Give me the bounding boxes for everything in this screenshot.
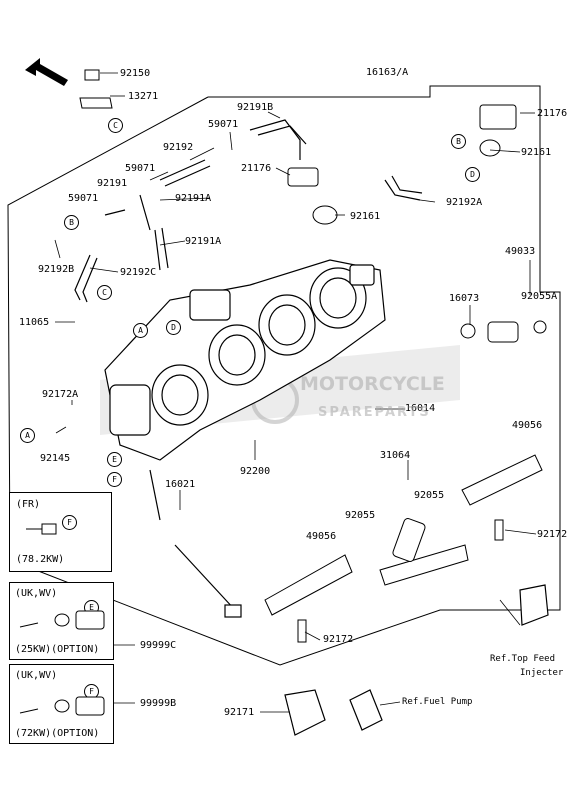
part-label-92161: 92161 bbox=[350, 211, 381, 222]
watermark-text: MOTORCYCLE bbox=[300, 373, 445, 395]
part-label-16163A: 16163/A bbox=[366, 67, 409, 78]
option-part-icon bbox=[19, 610, 105, 630]
callout-f: F bbox=[62, 515, 77, 530]
ref-injecter-label: Injecter bbox=[520, 668, 564, 678]
front-direction-arrow bbox=[25, 58, 68, 86]
part-label-92191B: 92191B bbox=[237, 102, 274, 113]
part-label-92172A: 92172A bbox=[42, 389, 79, 400]
part-label-92161: 92161 bbox=[521, 147, 552, 158]
uk-25kw-title: (UK,WV) bbox=[15, 588, 58, 599]
part-label-92191: 92191 bbox=[97, 178, 128, 189]
part-label-92192A: 92192A bbox=[446, 197, 483, 208]
callout-a: A bbox=[133, 323, 148, 338]
part-label-92055: 92055 bbox=[345, 510, 376, 521]
ref-fuel-pump-label: Ref.Fuel Pump bbox=[402, 697, 473, 707]
fuel-hose bbox=[284, 584, 549, 736]
rod-16021 bbox=[149, 469, 242, 618]
part-label-59071: 59071 bbox=[208, 119, 239, 130]
part-label-92055: 92055 bbox=[414, 490, 445, 501]
callout-d: D bbox=[166, 320, 181, 335]
part-label-21176: 21176 bbox=[241, 163, 272, 174]
part-label-92055A: 92055A bbox=[521, 291, 558, 302]
part-label-16073: 16073 bbox=[449, 293, 480, 304]
part-label-99999B: 99999B bbox=[140, 698, 177, 709]
uk-72kw-note-box: (UK,WV) F (72KW)(OPTION) bbox=[9, 664, 114, 744]
pressure-sensors bbox=[79, 69, 517, 225]
uk-72kw-title: (UK,WV) bbox=[15, 670, 58, 681]
part-label-92172: 92172 bbox=[323, 634, 354, 645]
fr-note-title: (FR) bbox=[16, 499, 41, 510]
part-label-92172: 92172 bbox=[537, 529, 568, 540]
callout-b: B bbox=[64, 215, 79, 230]
part-label-49056: 49056 bbox=[512, 420, 543, 431]
ref-top-feed-label: Ref.Top Feed bbox=[490, 654, 556, 664]
part-label-11065: 11065 bbox=[19, 317, 50, 328]
part-label-99999C: 99999C bbox=[140, 640, 177, 651]
callout-b: B bbox=[451, 134, 466, 149]
part-label-21176: 21176 bbox=[537, 108, 568, 119]
connector-icon bbox=[26, 523, 57, 535]
part-label-92145: 92145 bbox=[40, 453, 71, 464]
callout-c: C bbox=[97, 285, 112, 300]
watermark-subtext: SPAREPARTS bbox=[318, 405, 431, 420]
callout-e: E bbox=[107, 452, 122, 467]
throttle-body bbox=[104, 259, 386, 461]
uk-25kw-kw: (25KW)(OPTION) bbox=[15, 644, 100, 655]
delivery-pipes bbox=[264, 454, 543, 643]
part-label-13271: 13271 bbox=[128, 91, 159, 102]
part-label-92192B: 92192B bbox=[38, 264, 75, 275]
part-label-59071: 59071 bbox=[68, 193, 99, 204]
callout-f: F bbox=[107, 472, 122, 487]
vacuum-hoses bbox=[74, 119, 423, 303]
part-label-92191A: 92191A bbox=[185, 236, 222, 247]
part-label-59071: 59071 bbox=[125, 163, 156, 174]
part-label-16014: 16014 bbox=[405, 403, 436, 414]
part-label-92150: 92150 bbox=[120, 68, 151, 79]
part-label-92200: 92200 bbox=[240, 466, 271, 477]
part-label-92192C: 92192C bbox=[120, 267, 157, 278]
fr-note-box: (FR) F (78.2KW) bbox=[9, 492, 112, 572]
leader-lines bbox=[54, 72, 537, 713]
option-part-icon bbox=[19, 696, 105, 716]
part-label-92191A: 92191A bbox=[175, 193, 212, 204]
part-label-31064: 31064 bbox=[380, 450, 411, 461]
part-label-92171: 92171 bbox=[224, 707, 255, 718]
callout-d: D bbox=[465, 167, 480, 182]
uk-72kw-kw: (72KW)(OPTION) bbox=[15, 728, 100, 739]
part-label-49033: 49033 bbox=[505, 246, 536, 257]
part-label-92192: 92192 bbox=[163, 142, 194, 153]
part-label-49056: 49056 bbox=[306, 531, 337, 542]
injector-49033 bbox=[460, 320, 547, 343]
fr-note-kw: (78.2KW) bbox=[16, 554, 65, 565]
part-label-16021: 16021 bbox=[165, 479, 196, 490]
callout-c: C bbox=[108, 118, 123, 133]
uk-25kw-note-box: (UK,WV) E (25KW)(OPTION) bbox=[9, 582, 114, 660]
callout-a: A bbox=[20, 428, 35, 443]
